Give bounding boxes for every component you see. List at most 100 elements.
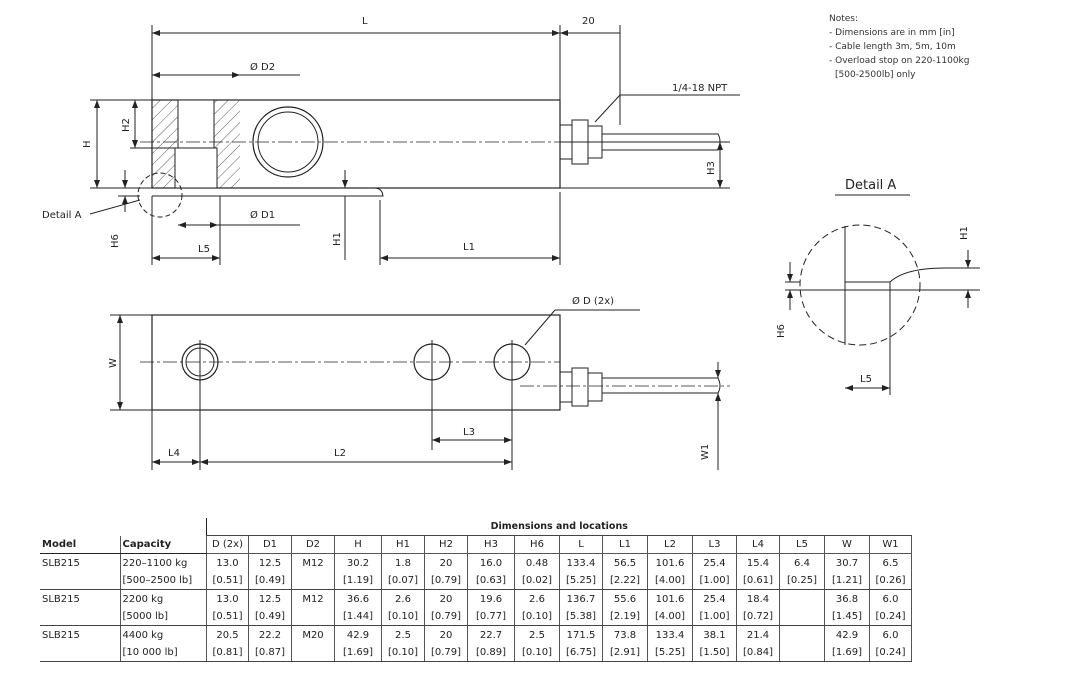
value-mm-cell [779, 589, 825, 608]
detail-dim-H1: H1 [959, 226, 970, 240]
value-mm-cell: 36.6 [334, 589, 382, 608]
value-in-cell: [0.51] [206, 572, 249, 590]
value-mm-cell: 136.7 [559, 589, 603, 608]
capacity-lb-cell: [5000 lb] [119, 608, 207, 626]
dim-H3: H3 [706, 161, 717, 175]
column-header-w: W [824, 535, 870, 554]
column-header-h: H [334, 535, 382, 554]
value-in-cell: [1.21] [824, 572, 870, 590]
dim-L1: L1 [463, 242, 475, 253]
model-cell-empty [40, 572, 120, 590]
value-mm-cell: 133.4 [647, 625, 693, 644]
dim-L4: L4 [168, 448, 180, 459]
capacity-kg-cell: 220–1100 kg [119, 553, 207, 572]
value-mm-cell: 12.5 [248, 589, 292, 608]
note-item: - Cable length 3m, 5m, 10m [829, 42, 956, 52]
value-in-cell: [0.07] [381, 572, 425, 590]
column-header-l5: L5 [779, 535, 825, 554]
value-mm-cell: 20 [424, 553, 468, 572]
value-in-cell: [2.91] [602, 644, 648, 662]
dim-D: Ø D (2x) [572, 295, 614, 307]
value-in-cell: [1.69] [824, 644, 870, 662]
value-in-cell: [5.25] [559, 572, 603, 590]
value-in-cell: [0.79] [424, 572, 468, 590]
column-header-l1: L1 [602, 535, 648, 554]
value-in-cell: [1.44] [334, 608, 382, 626]
dim-npt: 1/4-18 NPT [672, 83, 728, 94]
value-mm-cell: 20.5 [206, 625, 249, 644]
dim-L2: L2 [334, 448, 346, 459]
column-header-l4: L4 [736, 535, 780, 554]
value-mm-cell: 20 [424, 589, 468, 608]
value-mm-cell: 25.4 [692, 589, 737, 608]
value-in-cell: [0.89] [467, 644, 515, 662]
value-mm-cell: 101.6 [647, 553, 693, 572]
value-in-cell: [1.69] [334, 644, 382, 662]
detail-dim-L5: L5 [860, 374, 872, 385]
mounting-hole-d1 [252, 106, 324, 178]
notes: Notes: - Dimensions are in mm [in] - Cab… [829, 12, 969, 82]
value-mm-cell: 25.4 [692, 553, 737, 572]
note-item: - Dimensions are in mm [in] [829, 28, 955, 38]
detail-a-title: Detail A [845, 178, 896, 193]
value-mm-cell: 15.4 [736, 553, 780, 572]
value-in-cell: [0.84] [736, 644, 780, 662]
value-in-cell: [0.10] [514, 608, 560, 626]
dim-W1: W1 [700, 444, 711, 460]
value-mm-cell: 2.6 [514, 589, 560, 608]
table-row-inches: [5000 lb][0.51][0.49][1.44][0.10][0.79][… [40, 608, 912, 626]
dim-detail-a: Detail A [42, 210, 82, 221]
dim-20: 20 [582, 16, 595, 27]
model-cell: SLB215 [42, 558, 80, 569]
value-in-cell: [0.51] [206, 608, 249, 626]
table-row-inches: [500–2500 lb][0.51][0.49][1.19][0.07][0.… [40, 572, 912, 590]
dim-H2: H2 [121, 118, 132, 132]
value-in-cell: [0.25] [779, 572, 825, 590]
dim-L3: L3 [463, 427, 475, 438]
value-in-cell: [0.49] [248, 572, 292, 590]
value-in-cell: [0.79] [424, 644, 468, 662]
value-mm-cell: 6.0 [869, 589, 912, 608]
capacity-kg-cell: 4400 kg [119, 625, 207, 644]
value-mm-cell: 6.4 [779, 553, 825, 572]
dim-H6: H6 [110, 234, 121, 248]
value-mm-cell: 73.8 [602, 625, 648, 644]
dim-H1: H1 [332, 232, 343, 246]
value-in-cell: [0.61] [736, 572, 780, 590]
dim-W: W [108, 358, 119, 368]
side-view [89, 25, 740, 265]
column-header-d2: D2 [291, 535, 335, 554]
detail-a-view [785, 194, 980, 395]
value-in-cell: [2.22] [602, 572, 648, 590]
value-mm-cell: 19.6 [467, 589, 515, 608]
value-in-cell: [0.63] [467, 572, 515, 590]
column-header-h6: H6 [514, 535, 560, 554]
value-mm-cell: 36.8 [824, 589, 870, 608]
value-mm-cell: 16.0 [467, 553, 515, 572]
value-in-cell: [0.87] [248, 644, 292, 662]
value-mm-cell: 22.2 [248, 625, 292, 644]
value-mm-cell [779, 625, 825, 644]
value-in-cell: [4.00] [647, 572, 693, 590]
capacity-lb-cell: [10 000 lb] [119, 644, 207, 662]
detail-dim-H6: H6 [776, 324, 787, 338]
note-item: - Overload stop on 220-1100kg [829, 56, 970, 66]
value-in-cell: [6.75] [559, 644, 603, 662]
capacity-lb-cell: [500–2500 lb] [119, 572, 207, 590]
value-in-cell: [0.24] [869, 608, 912, 626]
model-header: Model [40, 535, 120, 554]
value-in-cell: [1.50] [692, 644, 737, 662]
value-in-cell: [1.45] [824, 608, 870, 626]
dimension-labels: L 20 Ø D2 Ø D1 1/4-18 NPT H H2 H3 H1 H6 … [42, 16, 970, 460]
value-in-cell: [4.00] [647, 608, 693, 626]
value-mm-cell: 13.0 [206, 589, 249, 608]
value-in-cell: [0.24] [869, 644, 912, 662]
column-header-d1: D1 [248, 535, 292, 554]
value-mm-cell: 21.4 [736, 625, 780, 644]
column-header-h1: H1 [381, 535, 425, 554]
column-header-l: L [559, 535, 603, 554]
value-in-cell [779, 644, 825, 662]
value-mm-cell: 30.2 [334, 553, 382, 572]
model-cell-empty [40, 644, 120, 662]
